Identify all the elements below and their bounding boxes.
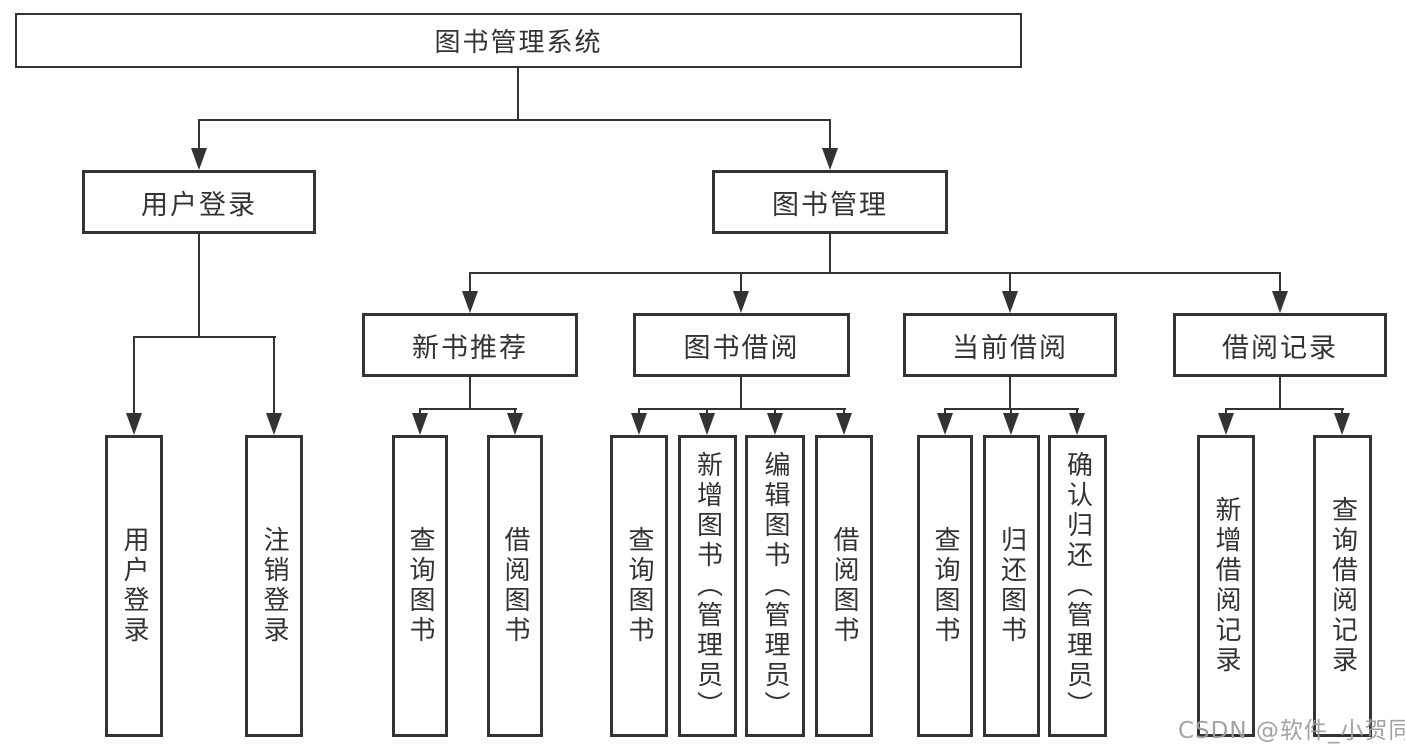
connector-line	[1009, 272, 1011, 292]
leaf-label: 查询图书	[405, 526, 435, 646]
connector-line	[419, 408, 517, 410]
leaf-records-add-record: 新增借阅记录	[1197, 435, 1255, 737]
arrowhead-down-icon	[733, 291, 749, 313]
connector-line	[1279, 377, 1281, 409]
arrowhead-down-icon	[699, 413, 715, 435]
connector-line	[198, 119, 200, 149]
arrowhead-down-icon	[1334, 413, 1350, 435]
arrowhead-down-icon	[1003, 413, 1019, 435]
leaf-newbooks-borrow-books: 借阅图书	[487, 435, 543, 737]
arrowhead-down-icon	[822, 148, 838, 170]
leaf-label: 查询图书	[624, 526, 654, 646]
leaf-label: 编辑图书（管理员）	[760, 451, 790, 721]
leaf-borrow-borrow-books: 借阅图书	[815, 435, 873, 737]
connector-line	[1225, 408, 1344, 410]
node-borrow-records: 借阅记录	[1173, 313, 1387, 377]
leaf-label: 新增图书（管理员）	[692, 451, 723, 721]
leaf-logout: 注销登录	[245, 435, 303, 737]
connector-line	[469, 272, 471, 292]
node-new-book-recommend: 新书推荐	[362, 313, 578, 377]
connector-line	[198, 234, 200, 337]
connector-line	[1225, 408, 1227, 415]
leaf-borrow-add-books-admin: 新增图书（管理员）	[678, 435, 737, 737]
arrowhead-down-icon	[631, 413, 647, 435]
connector-line	[638, 408, 640, 415]
connector-line	[514, 408, 516, 415]
leaf-borrow-query-books: 查询图书	[610, 435, 668, 737]
connector-line	[273, 336, 275, 414]
node-book-management: 图书管理	[712, 170, 948, 234]
connector-line	[829, 234, 831, 273]
node-borrow-records-label: 借阅记录	[1222, 332, 1338, 364]
leaf-label: 新增借阅记录	[1211, 496, 1241, 676]
connector-line	[133, 336, 135, 414]
leaf-label: 注销登录	[259, 526, 289, 646]
connector-line	[829, 119, 831, 149]
watermark: CSDN @软件_小贺同学	[1178, 718, 1405, 744]
leaf-newbooks-query-books: 查询图书	[392, 435, 448, 737]
node-user-login: 用户登录	[82, 170, 316, 234]
node-new-book-recommend-label: 新书推荐	[412, 332, 528, 364]
arrowhead-down-icon	[1272, 291, 1288, 313]
connector-line	[843, 408, 845, 415]
arrowhead-down-icon	[937, 413, 953, 435]
leaf-label: 借阅图书	[829, 526, 859, 646]
leaf-label: 借阅图书	[500, 526, 530, 646]
node-user-login-label: 用户登录	[141, 189, 257, 221]
connector-line	[944, 408, 946, 415]
arrowhead-down-icon	[191, 148, 207, 170]
arrowhead-down-icon	[1002, 291, 1018, 313]
leaf-current-return-books: 归还图书	[983, 435, 1040, 737]
arrowhead-down-icon	[1218, 413, 1234, 435]
leaf-label: 用户登录	[119, 526, 149, 646]
connector-line	[638, 408, 846, 410]
arrowhead-down-icon	[507, 413, 523, 435]
connector-line	[706, 408, 708, 415]
leaf-label: 查询借阅记录	[1327, 496, 1358, 676]
node-root-label: 图书管理系统	[434, 28, 603, 58]
connector-line	[1341, 408, 1343, 415]
connector-line	[1076, 408, 1078, 415]
node-book-management-label: 图书管理	[772, 189, 888, 221]
arrowhead-down-icon	[126, 413, 142, 435]
arrowhead-down-icon	[1069, 413, 1085, 435]
leaf-label: 查询图书	[930, 526, 960, 646]
node-current-borrow-label: 当前借阅	[952, 332, 1068, 364]
leaf-label: 归还图书	[996, 526, 1027, 646]
node-current-borrow: 当前借阅	[903, 313, 1117, 377]
arrowhead-down-icon	[266, 413, 282, 435]
connector-line	[198, 119, 831, 121]
connector-line	[517, 68, 519, 120]
connector-line	[1009, 377, 1011, 409]
arrowhead-down-icon	[412, 413, 428, 435]
connector-line	[469, 377, 471, 409]
connector-line	[1010, 408, 1012, 415]
node-root-system: 图书管理系统	[15, 13, 1022, 68]
leaf-current-confirm-return-admin: 确认归还（管理员）	[1048, 435, 1107, 737]
connector-line	[774, 408, 776, 415]
connector-line	[1279, 272, 1281, 292]
arrowhead-down-icon	[462, 291, 478, 313]
leaf-current-query-books: 查询图书	[917, 435, 973, 737]
arrowhead-down-icon	[836, 413, 852, 435]
connector-line	[740, 377, 742, 409]
leaf-user-login: 用户登录	[105, 435, 163, 737]
connector-line	[133, 336, 276, 338]
connector-line	[419, 408, 421, 415]
connector-line	[469, 272, 1281, 274]
leaf-borrow-edit-books-admin: 编辑图书（管理员）	[745, 435, 805, 737]
node-book-borrow-label: 图书借阅	[683, 332, 800, 364]
leaf-label: 确认归还（管理员）	[1062, 451, 1093, 721]
leaf-records-query-record: 查询借阅记录	[1313, 435, 1372, 737]
node-book-borrow: 图书借阅	[633, 313, 850, 377]
connector-line	[740, 272, 742, 292]
arrowhead-down-icon	[767, 413, 783, 435]
